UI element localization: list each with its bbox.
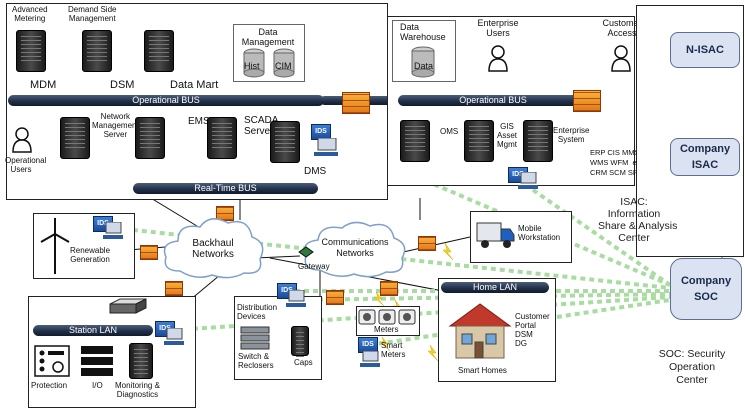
backhaul-networks-cloud [163,218,264,279]
soc-caption: SOC: Security Operation Center [658,348,726,386]
network-management-server-icon [60,117,90,159]
scada-label: SCADA Server [244,115,279,137]
ems-server-icon [135,117,165,159]
distribution-label: Distribution Devices [237,303,278,321]
data-management-label: Data Management [241,27,295,47]
dsm-server-icon [82,30,112,72]
monitoring-server-icon [129,343,153,379]
gis-label: GIS Asset Mgmt [497,122,518,149]
ids-renewable-monitor-icon [103,222,123,239]
data-mart-server-icon [144,30,174,72]
isac-caption: ISAC: Information Share & Analysis Cente… [598,196,678,244]
scada-server-icon [270,121,300,163]
firewall-backhaul-top-icon [216,206,234,221]
communications-networks-cloud [303,221,406,278]
firewall-enterprise-icon [573,90,601,112]
communications-networks-label: Communications Networks [321,237,389,258]
company-soc-box: Company SOC [670,258,742,320]
smart-homes-label: Smart Homes [458,366,507,375]
station-lan-bus: Station LAN [33,325,153,336]
smart-home-icon [448,303,512,359]
n-isac-box: N-ISAC [670,32,740,68]
ids-scada-monitor-icon [314,138,338,156]
customer-list-label: Customer Portal DSM DG [515,312,550,348]
cim-label: CIM [275,61,292,71]
cim-database-icon [273,48,295,78]
demand-side-label: Demand Side Management [68,5,117,23]
mobile-workstation-label: Mobile Workstation [518,224,561,242]
monitoring-label: Monitoring & Diagnostics [115,381,160,399]
ids-enterprise-monitor-icon [518,172,538,189]
operational-bus-right: Operational BUS [398,95,588,106]
dms-label: DMS [304,166,327,177]
meters-icon [358,309,416,325]
meters-label: Meters [374,325,399,334]
network-management-label: Network Management Server [92,112,139,139]
mdm-label: MDM [30,79,57,91]
mobile-truck-icon [476,222,515,248]
hist-database-icon [243,48,265,78]
company-isac-box: Company ISAC [670,138,740,176]
firewall-station-icon [165,281,183,296]
oms-label: OMS [440,127,459,136]
enterprise-users-label: Enterprise Users [477,18,519,38]
protection-relay-icon [34,345,70,377]
firewall-operational-icon [342,92,370,114]
io-module-icon [81,346,113,376]
smart-meters-label: Smart Meters [381,341,406,359]
operational-users-icon [12,127,32,153]
gateway-icon [298,246,314,258]
caps-label: Caps [294,358,313,367]
renewable-label: Renewable Generation [69,246,111,264]
mdm-server-icon [16,30,46,72]
hist-label: Hist [244,61,260,71]
operational-users-label: Operational Users [5,156,47,174]
dsm-label: DSM [110,79,135,91]
switch-reclosers-icon [240,326,270,350]
data-label: Data [414,61,434,71]
protection-label: Protection [31,381,68,390]
ids-distribution-monitor-icon [286,290,306,307]
data-warehouse-label: Data Warehouse [400,22,446,42]
ems-label: EMS [188,116,210,127]
caps-icon [291,326,309,360]
ems-server-2-icon [207,117,237,159]
wind-turbine-icon [40,218,70,274]
firewall-renewable-icon [140,245,158,260]
home-lan-bus: Home LAN [441,282,549,293]
switch-reclosers-label: Switch & Reclosers [238,352,274,370]
customer-access-label: Customer Access [602,18,642,38]
enterprise-users-icon [488,45,508,72]
real-time-bus: Real-Time BUS [133,183,318,194]
gis-server-icon [464,120,494,162]
ids-station-monitor-icon [164,328,184,345]
customer-access-icon [611,45,631,72]
io-label: I/O [92,381,103,390]
gateway-label: Gateway [298,262,330,271]
data-mart-label: Data Mart [170,79,219,91]
data-warehouse-database-icon [411,46,435,78]
firewall-comms-icon [418,236,436,251]
advanced-metering-label: Advanced Metering [12,5,48,23]
operational-bus-left: Operational BUS [8,95,324,106]
firewall-distribution-icon [326,290,344,305]
oms-server-icon [400,120,430,162]
firewall-home-icon [380,281,398,296]
enterprise-system-server-icon [523,120,553,162]
network-switch-icon [109,298,147,314]
backhaul-networks-label: Backhaul Networks [192,238,234,260]
enterprise-system-label: Enterprise System [553,126,590,144]
ids-smart-meters-monitor-icon [360,351,380,367]
